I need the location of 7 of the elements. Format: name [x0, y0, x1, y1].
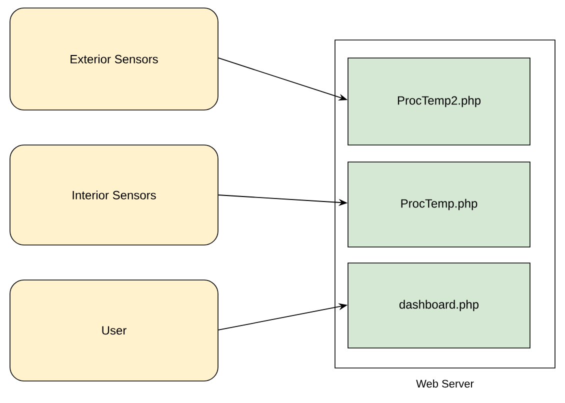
container-label: Web Server	[416, 380, 474, 388]
file-box: ProcTemp.php	[348, 162, 530, 248]
file-box: dashboard.php	[348, 262, 530, 348]
source-box: User	[10, 280, 218, 382]
source-box: Exterior Sensors	[10, 8, 218, 110]
file-box: ProcTemp2.php	[348, 58, 530, 146]
source-box: Interior Sensors	[10, 144, 218, 246]
